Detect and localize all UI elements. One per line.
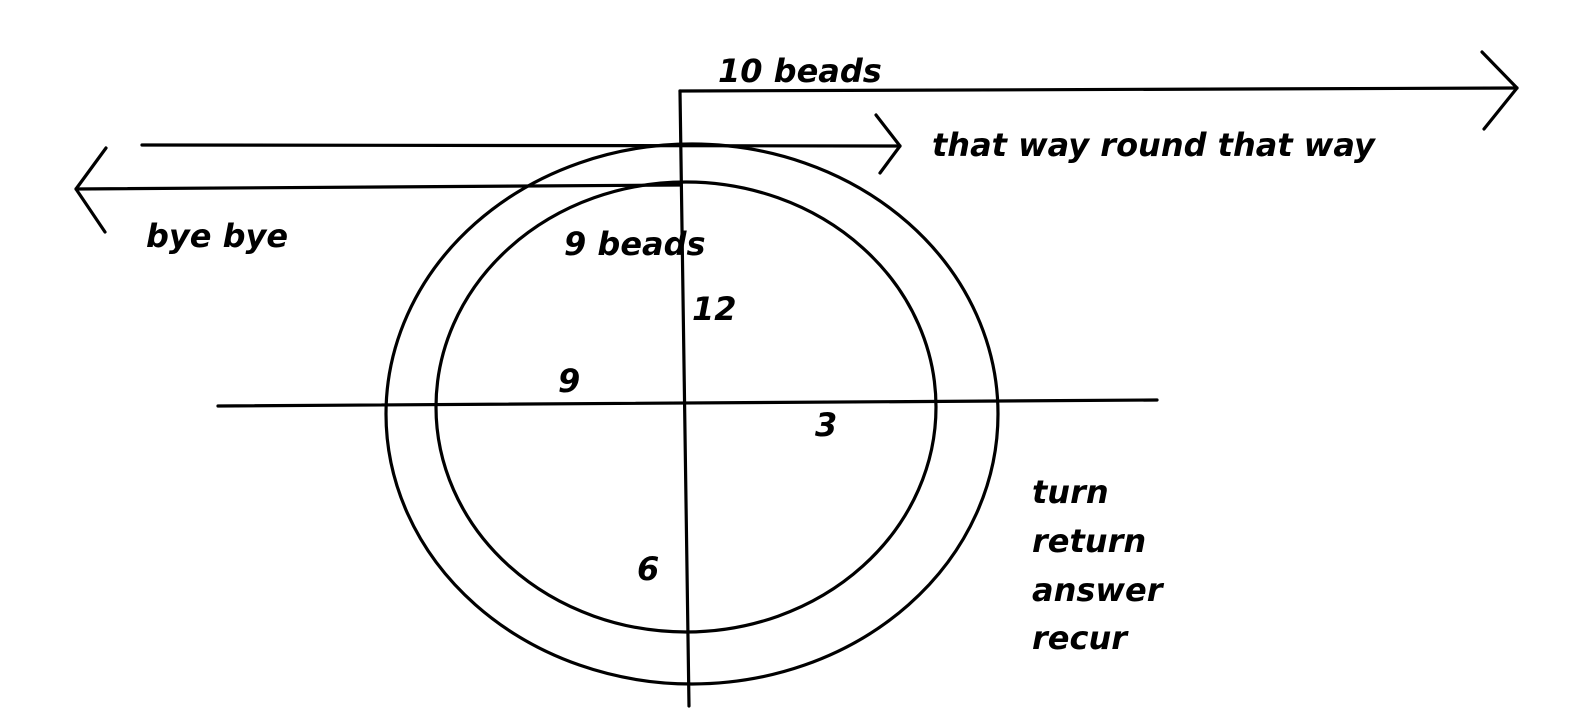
inner-ring — [434, 180, 938, 634]
ten-beads-arrow-shaft — [678, 86, 1519, 93]
that-way-arrow-shaft — [140, 143, 902, 148]
ten-beads-arrow-head — [1480, 50, 1519, 131]
clock-twelve-label: 12 — [692, 290, 737, 328]
bye-bye-arrow-shaft — [74, 183, 682, 191]
clock-nine-label: 9 — [558, 362, 580, 400]
outer-ring — [384, 142, 1000, 686]
clock-six-label: 6 — [637, 550, 659, 588]
nine-beads-label: 9 beads — [564, 225, 706, 263]
horizontal-axis — [216, 398, 1159, 408]
bye-bye-arrow-head — [74, 146, 108, 234]
that-way-arrow-head — [874, 113, 902, 175]
word-list-item: answer — [1032, 571, 1165, 609]
word-list-item: turn — [1032, 473, 1109, 511]
word-list-item: return — [1032, 522, 1146, 560]
vertical-axis — [678, 89, 691, 708]
bye-bye-label: bye bye — [146, 217, 288, 255]
ten-beads-label: 10 beads — [718, 52, 882, 90]
that-way-label: that way round that way — [932, 126, 1376, 164]
word-list-item: recur — [1032, 619, 1129, 657]
clock-three-label: 3 — [815, 406, 837, 444]
